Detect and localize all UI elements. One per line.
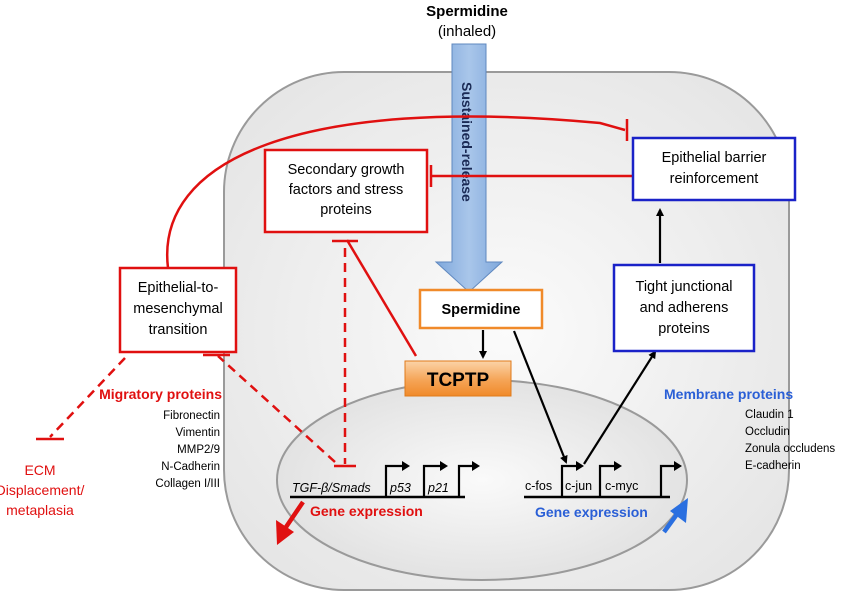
gene-expression-arrowhead-right — [670, 498, 688, 523]
secondary-line-3: proteins — [320, 202, 372, 218]
emt-to-barrier-inhibition — [165, 115, 626, 269]
spermidine-inner-label: Spermidine — [442, 302, 521, 318]
migratory-item: Collagen I/III — [155, 478, 220, 490]
emt-to-ecm-dashed — [49, 357, 126, 438]
subtitle: (inhaled) — [438, 23, 496, 40]
tight-line-2: and adherens — [640, 300, 729, 316]
barrier-line-2: reinforcement — [670, 171, 759, 187]
promoter-arrowhead-tgf — [402, 461, 410, 471]
promoter-arrow-p21 — [457, 464, 474, 497]
promoter-arrowhead-cmyc — [674, 461, 682, 471]
emt-line-3: transition — [149, 322, 208, 338]
barrier-box — [631, 136, 797, 202]
spermidine-inner-box — [418, 288, 544, 330]
gene-expression-left: Gene expression — [310, 503, 423, 519]
ecm-line-1: ECM — [24, 462, 55, 478]
gene-p21: p21 — [427, 481, 449, 495]
promoter-arrow-cfos — [560, 464, 578, 497]
membrane-item: Occludin — [745, 426, 790, 438]
cmyc-to-tight-arrow — [583, 350, 657, 465]
barrier-line-1: Epithelial barrier — [662, 150, 767, 166]
tcptp-label: TCPTP — [427, 370, 490, 391]
tcptp-to-secondary-inhibition — [345, 239, 418, 357]
promoter-arrowhead-cfos — [576, 461, 584, 471]
secondary-growth-box — [263, 148, 429, 234]
tgf-to-emt-dashed — [217, 355, 336, 463]
migratory-item: MMP2/9 — [177, 444, 220, 456]
membrane-heading: Membrane proteins — [664, 386, 793, 402]
secondary-line-2: factors and stress — [289, 182, 403, 198]
membrane-item: E-cadherin — [745, 460, 801, 472]
promoter-arrow-tgf — [384, 464, 404, 497]
gene-p53: p53 — [389, 481, 411, 495]
promoter-arrow-p53 — [422, 464, 442, 497]
migratory-item: Fibronectin — [163, 410, 220, 422]
membrane-item: Claudin 1 — [745, 409, 794, 421]
spermidine-to-cjun-arrow — [512, 330, 568, 464]
tight-junction-box — [612, 263, 756, 353]
gene-cfos: c-fos — [525, 479, 552, 493]
secondary-line-1: Secondary growth — [288, 162, 405, 178]
promoter-arrowhead-p21 — [472, 461, 480, 471]
gene-cmyc: c-myc — [605, 479, 638, 493]
migratory-heading: Migratory proteins — [99, 386, 222, 402]
tight-line-1: Tight junctional — [636, 279, 733, 295]
sustained-release-arrow — [434, 43, 504, 293]
emt-line-2: mesenchymal — [133, 301, 222, 317]
title: Spermidine — [426, 3, 508, 20]
ecm-line-2: Displacement/ — [0, 482, 84, 498]
migratory-item: N-Cadherin — [161, 461, 220, 473]
tcptp-box — [404, 360, 512, 397]
emt-line-1: Epithelial-to- — [138, 280, 219, 296]
ecm-line-3: metaplasia — [6, 502, 74, 518]
promoter-arrow-cjun — [598, 464, 616, 497]
gene-tgf-smads: TGF-β/Smads — [292, 481, 371, 495]
sustained-release-label: Sustained-release — [459, 82, 475, 202]
gene-expression-right: Gene expression — [535, 504, 648, 520]
promoter-arrowhead-p53 — [440, 461, 448, 471]
migratory-item: Vimentin — [175, 427, 220, 439]
promoter-arrowhead-cjun — [614, 461, 622, 471]
gene-cjun: c-jun — [565, 479, 592, 493]
gene-expression-arrow-left — [282, 500, 305, 532]
membrane-item: Zonula occludens — [745, 443, 835, 455]
gene-expression-arrowhead-left — [276, 520, 294, 545]
promoter-arrow-cmyc — [659, 464, 676, 497]
emt-box — [118, 266, 238, 354]
tight-line-3: proteins — [658, 321, 710, 337]
